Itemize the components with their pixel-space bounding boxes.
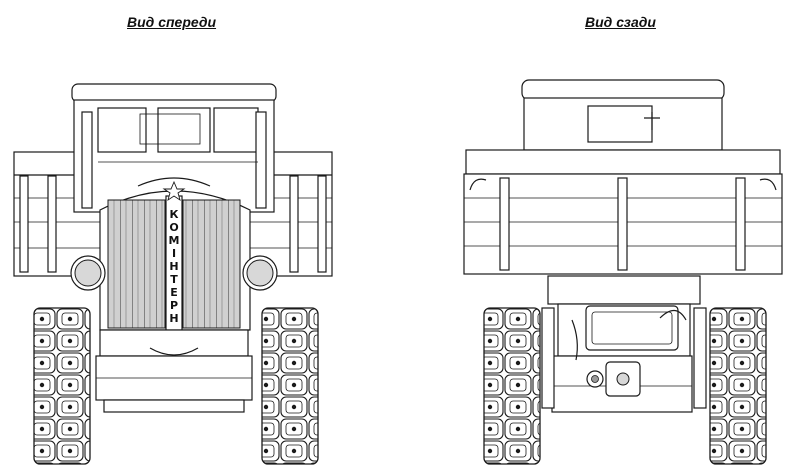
radiator-letter: М (169, 234, 180, 247)
star-emblem-icon (162, 180, 186, 202)
rear-window (587, 105, 653, 143)
rear-view-caption: Вид сзади (585, 14, 656, 30)
front-right-track (261, 307, 319, 465)
left-headlight (70, 255, 106, 291)
radiator-letter: О (169, 221, 178, 234)
radiator-lettering: К О М І Н Т Е Р Н (169, 208, 180, 325)
rear-fuel-tank (585, 305, 679, 351)
rear-view (463, 79, 783, 465)
rear-right-track (709, 307, 767, 465)
radiator-letter: І (172, 247, 176, 260)
radiator-letter: Р (170, 299, 178, 312)
radiator-letter: Н (169, 312, 178, 325)
radiator-letter: Е (170, 286, 178, 299)
radiator-letter: К (170, 208, 179, 221)
front-right-window (213, 107, 259, 153)
front-radiator-grille (99, 177, 251, 331)
radiator-letter: Т (170, 273, 178, 286)
front-center-window (157, 107, 211, 153)
rear-left-track (483, 307, 541, 465)
radiator-letter: Н (169, 260, 178, 273)
rear-chassis (541, 275, 707, 413)
front-view-caption: Вид спереди (127, 14, 217, 30)
rear-cab (521, 79, 725, 151)
front-left-window (97, 107, 147, 153)
rear-cargo-box (463, 149, 783, 275)
right-headlight (242, 255, 278, 291)
front-bumper (95, 329, 253, 413)
front-view: К О М І Н Т Е Р Н (13, 83, 333, 465)
front-left-track (33, 307, 91, 465)
